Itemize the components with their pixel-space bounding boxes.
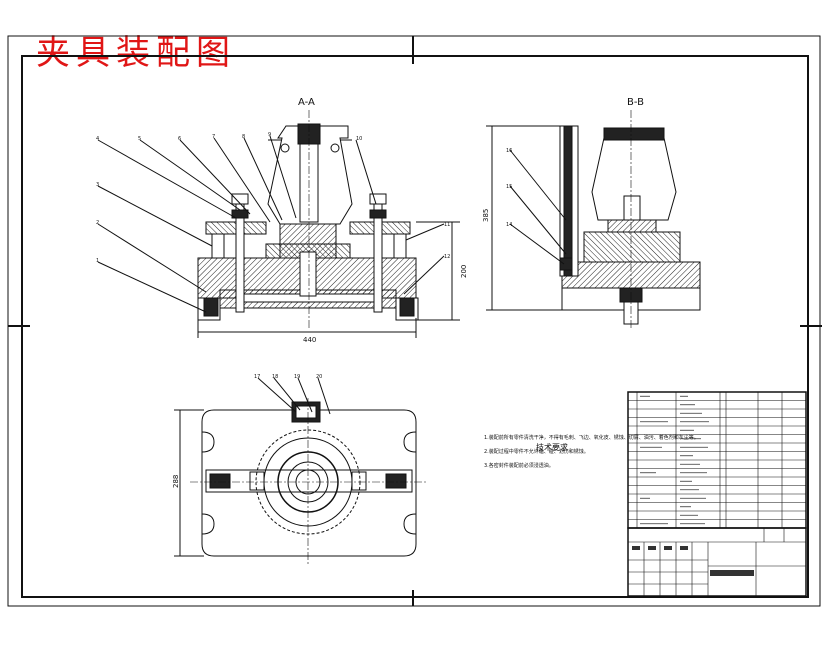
view-label-bb: B-B: [627, 97, 644, 108]
callout-label: 18: [272, 374, 278, 380]
callout-label: 6: [178, 136, 181, 142]
dim-label-200: 200: [460, 265, 468, 278]
section-view-bb: [486, 110, 701, 330]
callout-label: 5: [138, 136, 141, 142]
outer-frame: [7, 35, 821, 607]
callout-label: 8: [242, 134, 245, 140]
drawing-title: 夹具装配图: [36, 33, 236, 73]
tech-requirement-line: 2.装配过程中零件不允许磕、碰、划伤和锈蚀。: [484, 449, 589, 455]
title-block: [627, 527, 807, 597]
callout-label: 2: [96, 220, 99, 226]
callout-label: 4: [96, 136, 99, 142]
callout-label: 14: [506, 222, 512, 228]
aa-workpiece: [267, 125, 353, 225]
callout-label: 7: [212, 134, 215, 140]
callout-label: 17: [254, 374, 260, 380]
callout-label: 1: [96, 258, 99, 264]
callout-label: 3: [96, 182, 99, 188]
callout-label: 16: [506, 148, 512, 154]
tech-requirements-title: 技术要求: [536, 443, 568, 452]
view-label-aa: A-A: [298, 97, 315, 108]
callout-label: 20: [316, 374, 322, 380]
callout-label: 15: [506, 184, 512, 190]
top-view-strap: [205, 469, 413, 493]
centering-marks: [8, 36, 822, 606]
bb-callout-labels: 16 15 14: [506, 148, 512, 228]
callout-label: 9: [268, 132, 271, 138]
callout-label: 12: [444, 254, 450, 260]
section-view-aa: [97, 110, 460, 338]
top-view: [174, 377, 428, 566]
aa-callout-labels: 4 5 6 7 8 9 10 3 2 1 11 12: [96, 132, 450, 264]
dim-label-288: 288: [172, 475, 180, 488]
callout-label: 11: [444, 222, 450, 228]
tech-requirement-line: 1.装配前所有零件清洗干净，不得有毛刺、飞边、氧化皮、锈蚀、切屑、油污、着色剂和…: [484, 435, 699, 441]
dim-label-440: 440: [303, 336, 316, 344]
parts-list: [627, 391, 807, 529]
top-view-outline: [201, 409, 417, 557]
dim-label-385: 385: [482, 209, 490, 222]
callout-label: 19: [294, 374, 300, 380]
tech-requirement-line: 3.各密封件装配前必须浸透油。: [484, 463, 554, 469]
callout-label: 10: [356, 136, 362, 142]
top-callout-labels: 17 18 19 20: [254, 374, 322, 380]
